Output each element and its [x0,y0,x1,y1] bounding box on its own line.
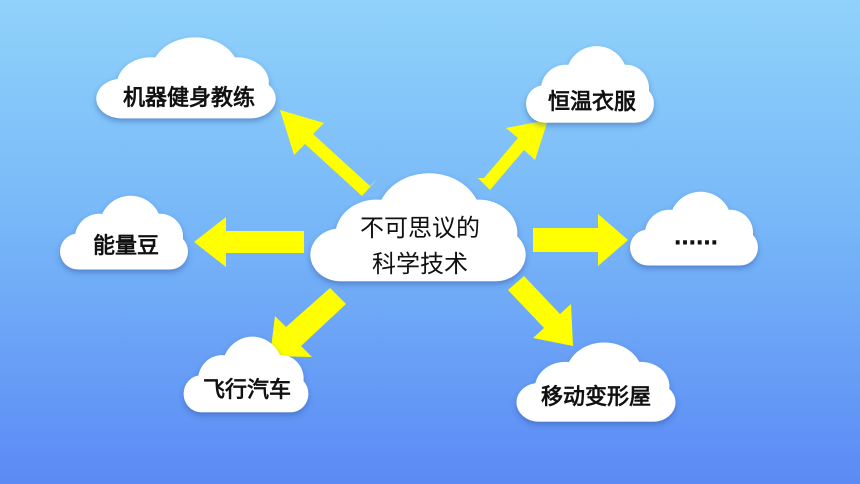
center-label: 不可思议的 科学技术 [360,210,480,282]
arrow-to-bottom-left [270,288,346,357]
center-label-line1: 不可思议的 [360,214,480,242]
arrow-to-left [194,217,304,267]
node-top-right: 恒温衣服 [547,90,637,115]
node-top-left: 机器健身教练 [122,86,256,111]
center-label-line2: 科学技术 [372,250,468,278]
arrow-to-top-right [478,120,548,190]
node-bottom-right: 移动变形屋 [540,385,652,410]
node-left: 能量豆 [92,234,160,259]
node-right: …… [674,225,718,251]
node-bottom-left: 飞行汽车 [202,378,292,403]
arrows [194,110,628,357]
arrow-to-top-left [280,110,378,196]
arrow-to-bottom-right [508,276,573,346]
arrow-to-right [533,214,628,266]
